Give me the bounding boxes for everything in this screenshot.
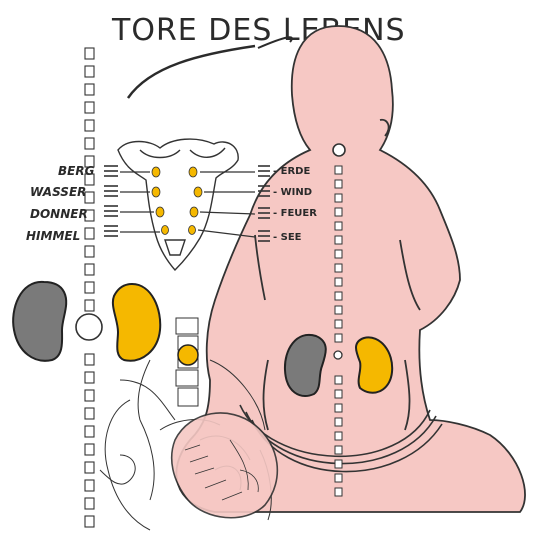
spine-dot [334,263,343,273]
left-kidney-gray [12,280,68,362]
spine-top-marker [332,143,346,157]
spine-box [84,425,95,438]
spine-box-column [84,47,95,528]
seated-figure [175,25,526,513]
title-underline [257,36,293,49]
anatomy-hatching [184,439,259,501]
spine-box [84,209,95,222]
figure-kidney-gold [355,336,394,394]
label-wind: - WIND [273,187,312,198]
spine-dot [334,333,343,343]
spine-box [84,227,95,240]
sacrum-holes [151,166,203,235]
spine-box [84,497,95,510]
spine-box [84,515,95,528]
spine-box [84,173,95,186]
spine-box [84,65,95,78]
spine-box [84,281,95,294]
spine-dot [334,487,343,497]
spine-box [84,299,95,312]
trigrams-left [104,165,118,237]
spine-box [84,371,95,384]
spine-box [84,263,95,276]
spine-dot [334,221,343,231]
figure-spine-dots [334,165,343,497]
spine-dot [334,417,343,427]
spine-box [84,479,95,492]
spine-dot [334,403,343,413]
spine-box [84,119,95,132]
label-feuer: - FEUER [273,208,317,219]
spine-box [84,461,95,474]
spine-box [84,245,95,258]
spine-dot [334,249,343,259]
label-wasser: WASSER [30,185,86,199]
spine-dot [334,291,343,301]
title-swoosh [126,44,256,99]
spine-box [84,389,95,402]
spine-box [84,191,95,204]
spine-dot [334,305,343,315]
trigrams-right [258,165,270,242]
left-center-circle [75,313,103,341]
spine-dot [334,431,343,441]
label-berg: BERG [58,164,95,178]
spine-dot [334,319,343,329]
spine-box [84,137,95,150]
spine-box [84,443,95,456]
spine-dot [334,473,343,483]
spine-dot [334,277,343,287]
spine-box [84,101,95,114]
spine-box [84,47,95,60]
spine-box [84,155,95,168]
spine-dot [334,193,343,203]
spine-box [84,83,95,96]
spine-dot [334,375,343,385]
label-connectors [120,171,256,238]
label-erde: - ERDE [273,166,310,177]
spine-dot [334,165,343,175]
label-see: - SEE [273,232,302,243]
spine-box [84,353,95,366]
spine-mid-marker [333,350,343,360]
left-kidney-gold [111,282,162,362]
figure-kidney-gray [283,333,327,397]
anatomy-gold-dot [177,344,199,366]
spine-dot [334,389,343,399]
spine-dot [334,445,343,455]
sacrum-sketch [117,138,239,272]
spine-dot [334,235,343,245]
spine-dot [334,207,343,217]
label-donner: DONNER [30,207,88,221]
spine-dot [334,459,343,469]
spine-box [84,407,95,420]
anatomy-overlap-shape [170,412,279,519]
label-himmel: HIMMEL [26,229,80,243]
spine-dot [334,179,343,189]
